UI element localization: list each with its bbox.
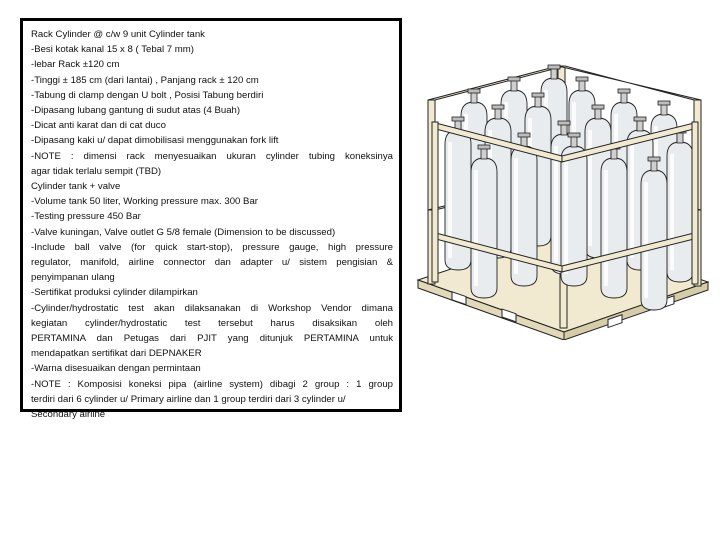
spec-line: -Cylinder/hydrostatic test akan dilaksan… bbox=[31, 302, 393, 314]
spec-line: kegiatan cylinder/hydrostatic test terse… bbox=[31, 317, 393, 329]
rack-front-frame bbox=[431, 121, 699, 285]
spec-line: -NOTE : Komposisi koneksi pipa (airline … bbox=[31, 378, 393, 390]
cylinder-group bbox=[444, 64, 694, 311]
spec-line: agar tidak terlalu sempit (TBD) bbox=[31, 165, 162, 177]
gas-cylinder bbox=[640, 156, 668, 311]
specification-textbox: Rack Cylinder @ c/w 9 unit Cylinder tank… bbox=[20, 18, 402, 420]
spec-line: terdiri dari 6 cylinder u/ Primary airli… bbox=[31, 393, 346, 405]
spec-line: -Besi kotak kanal 15 x 8 ( Tebal 7 mm) bbox=[31, 44, 194, 56]
spec-line: Cylinder tank + valve bbox=[31, 181, 121, 193]
spec-line: -Tabung di clamp dengan U bolt , Posisi … bbox=[31, 89, 264, 101]
spec-line: -Dicat anti karat dan di cat duco bbox=[31, 120, 166, 132]
spec-line: -Sertifikat produksi cylinder dilampirka… bbox=[31, 287, 198, 299]
spec-line: -Include ball valve (for quick start-sto… bbox=[31, 241, 393, 253]
gas-cylinder bbox=[600, 144, 628, 299]
spec-line: -Tinggi ± 185 cm (dari lantai) , Panjang… bbox=[31, 74, 259, 86]
spec-line: -Dipasang lubang gantung di sudut atas (… bbox=[31, 105, 241, 117]
spec-line: -Valve kuningan, Valve outlet G 5/8 fema… bbox=[31, 226, 336, 238]
spec-line: PERTAMINA dan Petugas dari PJIT yang dit… bbox=[31, 332, 393, 344]
spec-line: Rack Cylinder @ c/w 9 unit Cylinder tank bbox=[31, 29, 205, 40]
spec-line: -Warna disesuaikan dengan permintaan bbox=[31, 363, 201, 375]
spec-line: penyimpanan ulang bbox=[31, 272, 115, 284]
spec-line: -Volume tank 50 liter, Working pressure … bbox=[31, 196, 258, 208]
spec-line: -NOTE : dimensi rack menyesuaikan ukuran… bbox=[31, 150, 393, 162]
spec-line: -Testing pressure 450 Bar bbox=[31, 211, 141, 223]
cylinder-rack-illustration bbox=[416, 64, 710, 340]
spec-line: regulator, manifold, airline connector d… bbox=[31, 257, 393, 269]
gas-cylinder bbox=[470, 144, 498, 299]
gas-cylinder bbox=[560, 132, 588, 287]
spec-line: -Dipasang kaki u/ dapat dimobilisasi men… bbox=[31, 135, 279, 147]
spec-line: Secondary airline bbox=[31, 408, 106, 420]
gas-cylinder bbox=[666, 128, 694, 283]
spec-line: -lebar Rack ±120 cm bbox=[31, 59, 120, 71]
spec-line: mendapatkan sertifikat dari DEPNAKER bbox=[31, 348, 202, 360]
